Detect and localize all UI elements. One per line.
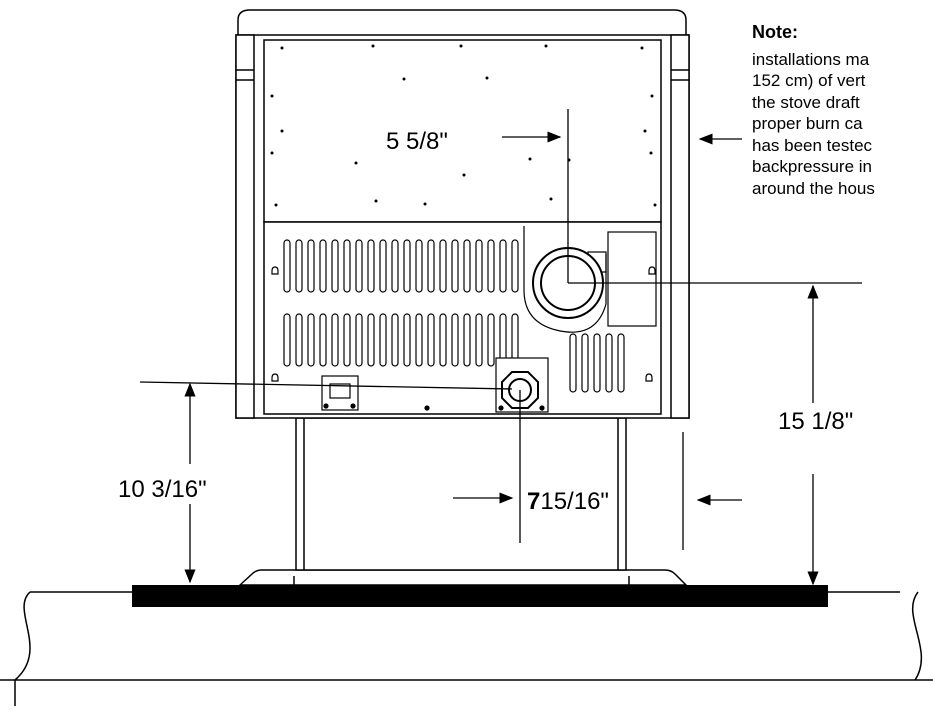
panel-rivets <box>270 44 657 207</box>
floor <box>0 591 933 706</box>
note-line: has been testec <box>752 135 873 155</box>
note-body: installations ma 152 cm) of vert the sto… <box>752 49 933 200</box>
intake-offset-dimension-label: 715/16" <box>527 490 609 514</box>
note-line: backpressure in <box>752 157 873 176</box>
intake-height-dimension-label: 10 3/16" <box>118 476 207 503</box>
installation-note: Note: installations ma 152 cm) of vert t… <box>752 22 933 199</box>
flue-offset-dimension-label: 5 5/8" <box>386 128 448 155</box>
dimension-lines <box>139 109 862 586</box>
pedestal-base <box>238 569 688 586</box>
note-line: proper burn ca <box>752 114 863 133</box>
note-line: 152 cm) of vert <box>752 71 866 90</box>
note-line: installations ma <box>752 49 870 69</box>
pedestal-column <box>295 417 627 571</box>
note-line: the stove draft <box>752 92 860 112</box>
hearth-pad <box>132 585 828 607</box>
note-line: around the hous <box>752 178 875 198</box>
intake-offset-fraction: 15/16" <box>540 488 609 515</box>
intake-offset-whole: 7 <box>527 488 541 515</box>
vent-louvers <box>283 239 625 393</box>
note-heading: Note: <box>752 22 798 42</box>
flue-height-dimension-label: 15 1/8" <box>778 408 854 435</box>
